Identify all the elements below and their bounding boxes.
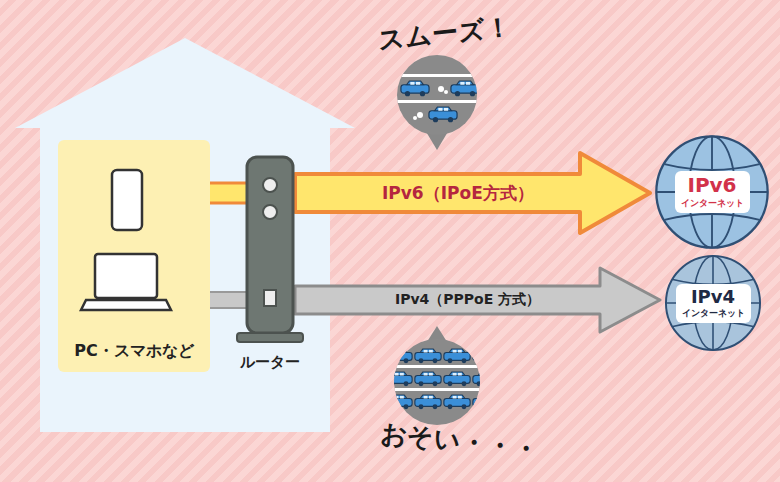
smooth-callout (395, 55, 485, 150)
node-box: ルーター (245, 155, 295, 343)
globe-body (656, 136, 767, 247)
globe-lines (656, 136, 767, 247)
edge-label: IPv4（PPPoE 方式） (391, 291, 544, 309)
node-box: IPv4インターネット (664, 254, 762, 352)
node-text: インターネット (681, 197, 744, 210)
globe-label: IPv4インターネット (676, 284, 751, 323)
cable-stubs (205, 183, 250, 308)
connection-arrow (295, 268, 660, 332)
laptop-base (81, 300, 171, 310)
house (15, 38, 355, 432)
node-text: PC・スマホなど (74, 341, 193, 362)
node-text: IPv4 (682, 286, 745, 307)
callout-text: おそい・・・ (379, 416, 541, 467)
globe-lines (666, 256, 760, 350)
node-box: PC・スマホなど (58, 140, 210, 372)
connection-arrow (295, 153, 650, 233)
smartphone (112, 170, 142, 230)
globe-body (666, 256, 760, 350)
edge-label: IPv6（IPoE方式） (378, 182, 538, 205)
router-icon (245, 155, 295, 343)
devices (58, 140, 210, 372)
globe-label: IPv6インターネット (675, 171, 750, 213)
node-text: IPv6 (681, 173, 744, 197)
callout-text: スムーズ！ (377, 9, 513, 58)
laptop-screen (95, 254, 157, 298)
slow-callout (386, 326, 499, 425)
node-text: インターネット (682, 307, 745, 320)
node-box: IPv6インターネット (654, 134, 770, 250)
node-text: ルーター (240, 353, 300, 372)
